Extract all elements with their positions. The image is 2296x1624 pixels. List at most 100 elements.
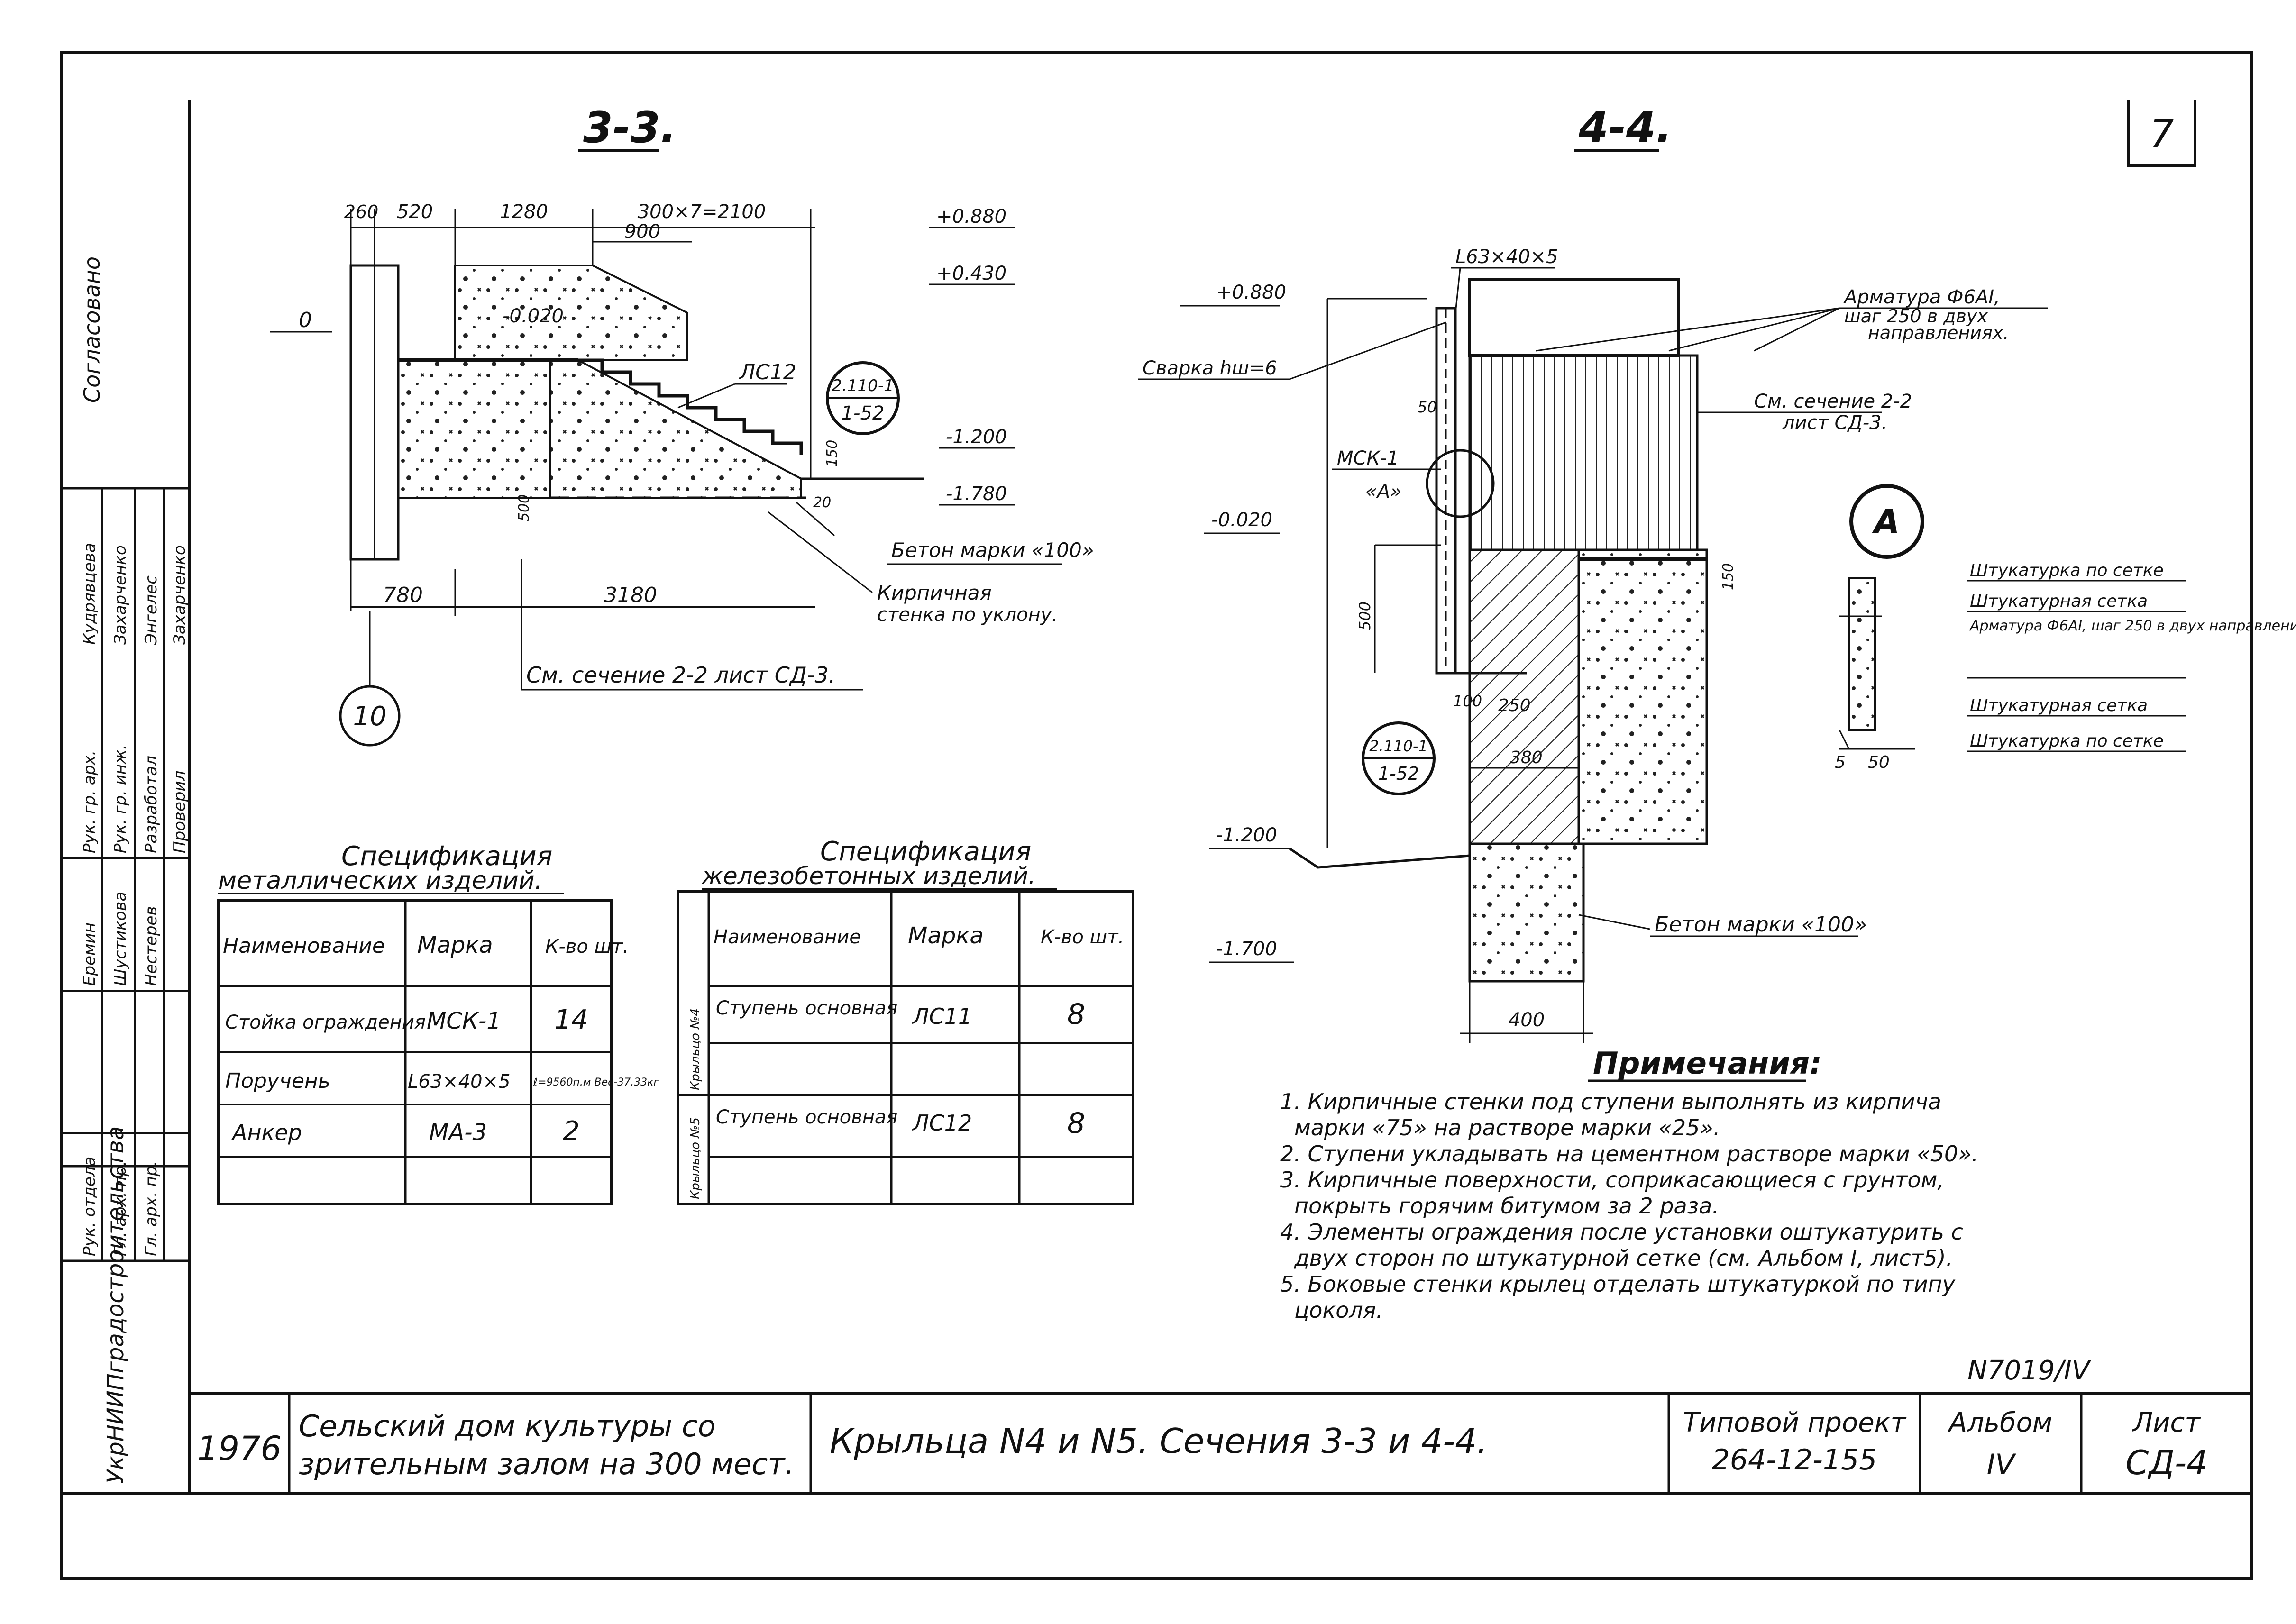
agreed-label: Согласовано <box>79 256 105 403</box>
role2-2: Гл. арх. пр. <box>111 1161 130 1256</box>
level-minus1200: -1.200 <box>946 426 1007 448</box>
spec-rc-h2: Марка <box>908 922 984 949</box>
section-4-4: 4-4. L63×40×5 +0.880 Сварка hш=6 Арматур… <box>1138 103 2048 1043</box>
section-ref-44-1: См. сечение 2-2 <box>1754 391 1912 412</box>
name-2: Захарченко <box>111 545 130 645</box>
inventory-number: N7019/IV <box>1967 1355 2092 1386</box>
name2-1: Еремин <box>80 922 99 986</box>
spec-metal-h1: Наименование <box>223 934 385 958</box>
note-3a: 3. Кирпичные поверхности, соприкасающиес… <box>1280 1167 1944 1193</box>
note-2: 2. Ступени укладывать на цементном раств… <box>1280 1141 1978 1167</box>
spec-rc: Спецификация железобетонных изделий. Наи… <box>677 836 1134 1205</box>
dim-260: 260 <box>344 201 379 222</box>
angle-label: L63×40×5 <box>1455 246 1558 268</box>
spec-rc-r3c2: ЛС12 <box>912 1110 972 1136</box>
spec-rc-r1c1: Ступень основная <box>716 997 898 1019</box>
dim-44-250: 250 <box>1498 696 1531 715</box>
dim-2100: 300×7=2100 <box>638 201 766 223</box>
node-label: «А» <box>1365 481 1402 502</box>
level-zero: 0 <box>299 308 312 332</box>
spec-metal-title-1: Спецификация <box>341 841 552 872</box>
node-a: А 5 50 Штукатурка по сетке Штукатурная с… <box>1835 484 2296 772</box>
project-number: 264-12-155 <box>1712 1443 1877 1477</box>
level-plus0880: +0.880 <box>936 206 1006 228</box>
section-ref-3-3: См. сечение 2-2 лист СД-3. <box>526 662 835 688</box>
dim-44-100: 100 <box>1453 692 1482 710</box>
spec-metal-r3c1: Анкер <box>231 1120 302 1145</box>
ref-44-bottom: 1-52 <box>1378 763 1419 784</box>
spec-metal-r1c2: МСК-1 <box>427 1008 501 1034</box>
year: 1976 <box>197 1429 282 1468</box>
role-4: Проверил <box>170 771 189 853</box>
role-3: Разработал <box>142 756 161 853</box>
node-a-dim5: 5 <box>1835 753 1846 772</box>
dim-44-150: 150 <box>1720 563 1737 590</box>
spec-metal: Спецификация металлических изделий. Наим… <box>217 841 659 1205</box>
note-4a: 4. Элементы ограждения после установки о… <box>1280 1219 1963 1245</box>
spec-rc-side-1: Крыльцо №4 <box>688 1008 703 1090</box>
node-a-layer-1: Штукатурка по сетке <box>1970 561 2164 580</box>
name2-3: Нестерев <box>142 906 161 986</box>
org-label: УкрНИИПградостроительства <box>102 1126 129 1484</box>
spec-rc-side-2: Крыльцо №5 <box>688 1117 703 1199</box>
sheet-number-box: 7 <box>2127 100 2196 167</box>
object-line-2: зрительным залом на 300 мест. <box>299 1447 794 1481</box>
sheet-title: Крыльца N4 и N5. Сечения 3-3 и 4-4. <box>830 1421 1488 1461</box>
node-a-layer-4: Штукатурная сетка <box>1970 696 2148 715</box>
rebar-label-2: шаг 250 в двух <box>1844 306 1988 327</box>
sheet-frame <box>60 51 2253 1580</box>
dim-780: 780 <box>383 583 423 607</box>
node-a-layer-5: Штукатурка по сетке <box>1970 731 2164 751</box>
note-1a: 1. Кирпичные стенки под ступени выполнят… <box>1280 1089 1941 1114</box>
note-5a: 5. Боковые стенки крылец отделать штукат… <box>1280 1271 1956 1297</box>
mck-label: МСК-1 <box>1337 447 1399 469</box>
sheet-value: СД-4 <box>2125 1443 2207 1482</box>
brick-label-2: стенка по уклону. <box>877 604 1058 626</box>
spec-metal-r2c3: ℓ=9560п.м Вес-37.33кг <box>533 1077 659 1088</box>
spec-rc-r3c3: 8 <box>1067 1107 1085 1140</box>
role2-1: Рук. отдела <box>80 1157 99 1256</box>
level-minus1780: -1.780 <box>946 483 1007 505</box>
left-approval-strip: Согласовано Рук. гр. арх. Рук. гр. инж. … <box>62 256 190 1484</box>
dim-44-50: 50 <box>1418 398 1437 416</box>
spec-metal-title-2: металлических изделий. <box>218 867 542 895</box>
spec-rc-title-1: Спецификация <box>820 836 1031 867</box>
level-44-minus1200: -1.200 <box>1216 824 1277 846</box>
ref-44-top: 2.110-1 <box>1369 737 1428 755</box>
spec-rc-r1c2: ЛС11 <box>912 1004 972 1029</box>
object-line-1: Сельский дом культуры со <box>299 1409 716 1443</box>
spec-metal-r3c3: 2 <box>563 1116 580 1147</box>
ref-circle-top: 2.110-1 <box>832 376 894 395</box>
node-a-dim50: 50 <box>1868 753 1890 772</box>
axis-10: 10 <box>353 701 386 732</box>
spec-rc-h1: Наименование <box>713 926 861 948</box>
dim-1280: 1280 <box>500 201 548 223</box>
dim-150-v: 150 <box>824 440 841 467</box>
brick-label-1: Кирпичная <box>877 581 992 604</box>
name-4: Захарченко <box>170 545 189 645</box>
spec-rc-r3c1: Ступень основная <box>716 1106 898 1128</box>
notes: Примечания: 1. Кирпичные стенки под ступ… <box>1280 1046 1978 1323</box>
dim-44-500: 500 <box>1356 602 1374 630</box>
dim-900: 900 <box>624 221 660 243</box>
spec-metal-h2: Марка <box>417 932 493 958</box>
notes-title: Примечания: <box>1593 1046 1822 1081</box>
level-plus0430: +0.430 <box>936 263 1006 284</box>
dim-44-400: 400 <box>1509 1009 1545 1031</box>
spec-metal-r1c3: 14 <box>554 1004 588 1035</box>
spec-rc-title-2: железобетонных изделий. <box>701 862 1036 890</box>
role-1: Рук. гр. арх. <box>80 750 99 853</box>
level-44-minus0020: -0.020 <box>1211 509 1272 531</box>
spec-rc-h3: К-во шт. <box>1041 926 1124 948</box>
dim-520: 520 <box>397 201 433 223</box>
project-label: Типовой проект <box>1683 1407 1907 1438</box>
spec-metal-r2c1: Поручень <box>225 1069 330 1093</box>
spec-rc-r1c3: 8 <box>1067 998 1085 1031</box>
rebar-label-3: направлениях. <box>1868 322 2009 343</box>
note-4b: двух сторон по штукатурной сетке (см. Ал… <box>1294 1245 1953 1271</box>
section-3-3: 3-3. 260 520 1280 300×7=2100 900 +0.880 … <box>270 103 1094 747</box>
section-3-3-title: 3-3. <box>583 103 677 153</box>
node-a-layer-2: Штукатурная сетка <box>1970 592 2148 611</box>
name-1: Кудрявцева <box>80 543 99 645</box>
spec-metal-r2c2: L63×40×5 <box>408 1071 511 1093</box>
